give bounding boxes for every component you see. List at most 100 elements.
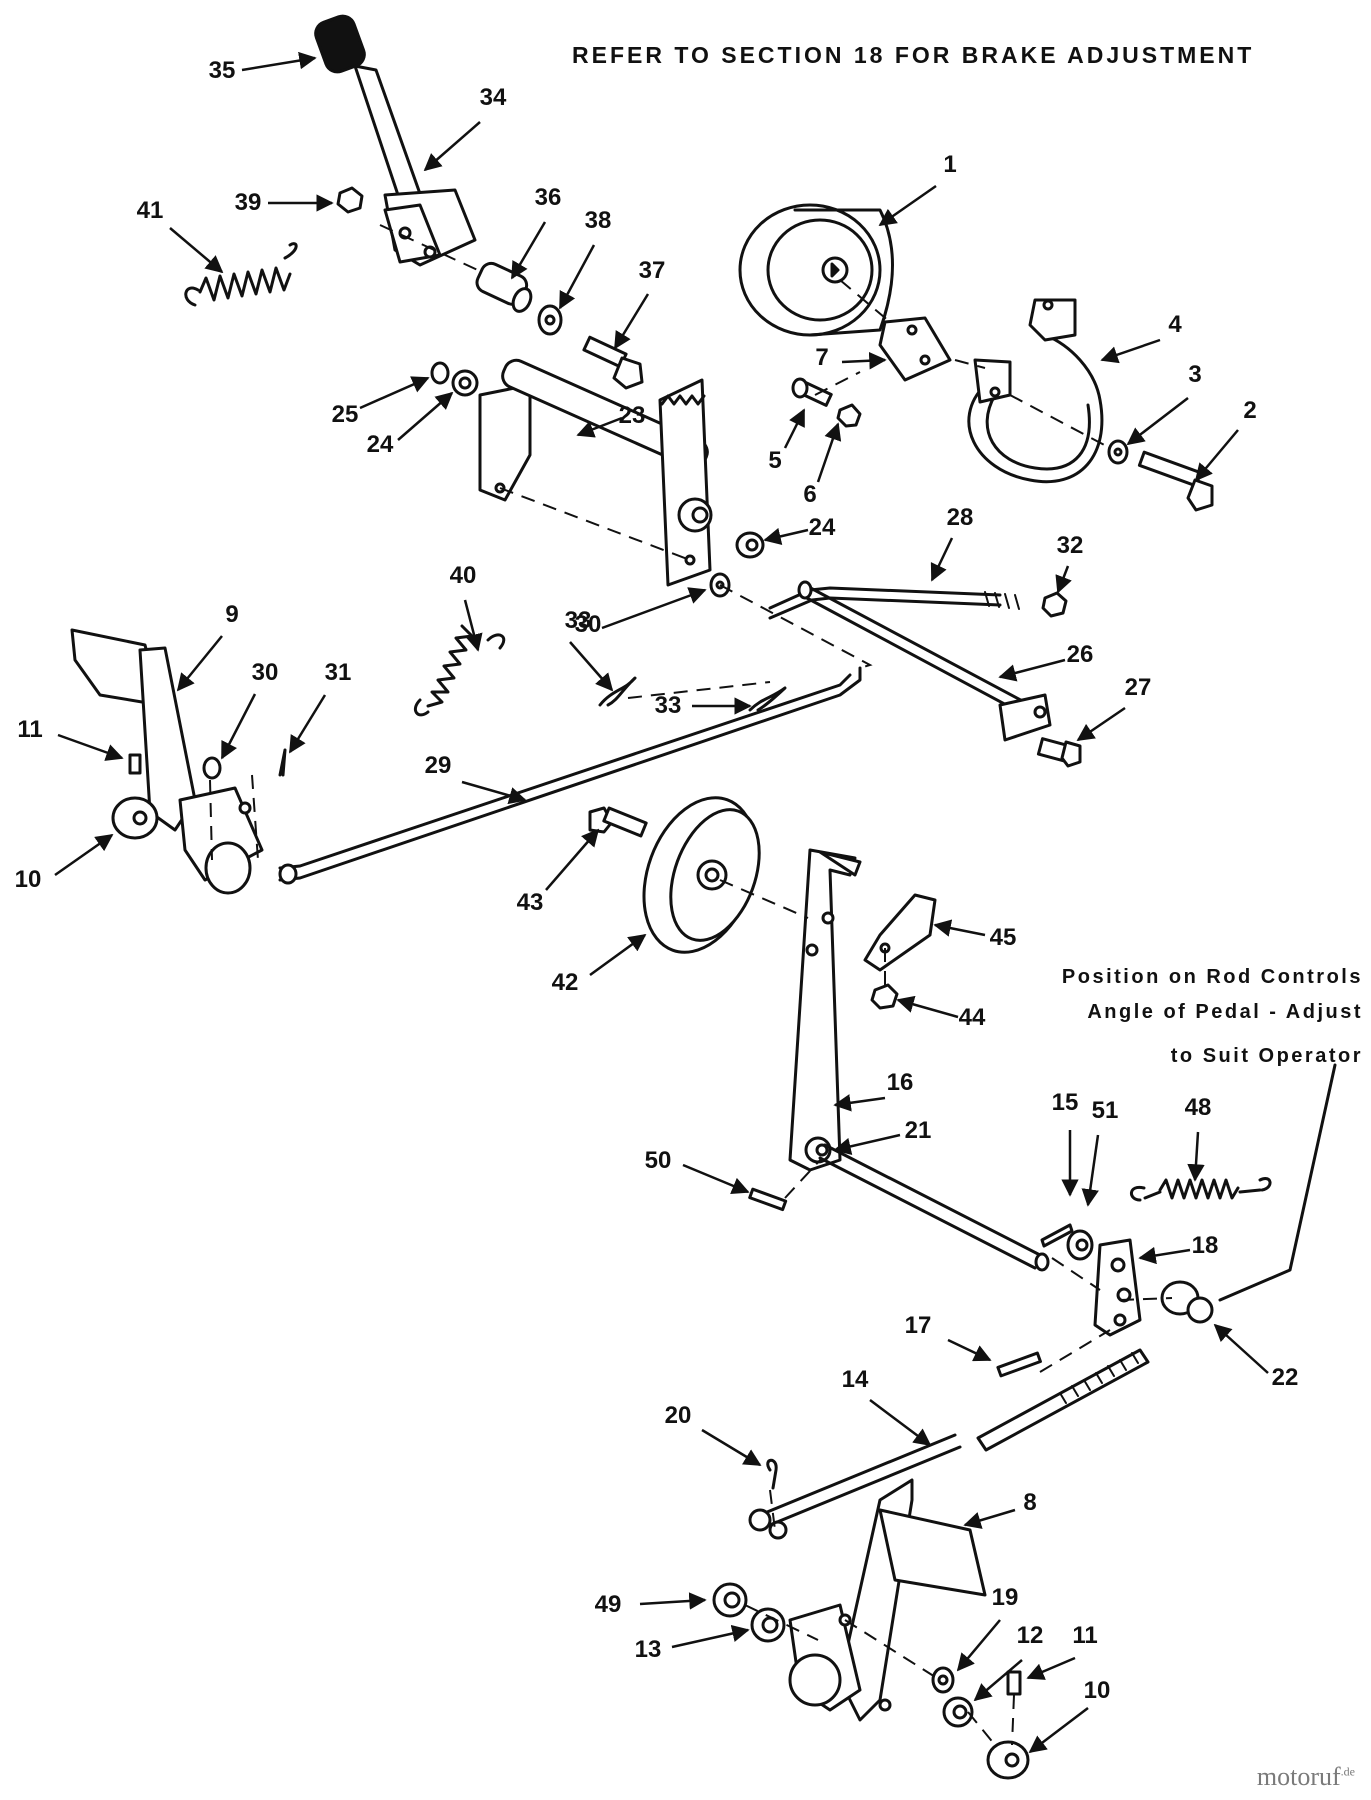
leader-51 [1081,1134,1100,1207]
pedal-8-drawing [788,1478,987,1722]
pulley-42-drawing [642,796,761,954]
callout-11: 11 [1072,1622,1097,1649]
leader-24 [397,391,454,441]
callout-42: 42 [552,969,579,996]
leader-12 [973,1659,1023,1702]
bolt-43-drawing [588,806,648,838]
brake-adjustment-note: REFER TO SECTION 18 FOR BRAKE ADJUSTMENT [572,42,1255,68]
operator-note-line-1: Position on Rod Controls [1061,966,1363,988]
callout-20: 20 [665,1402,692,1429]
clip-33-right-drawing [748,686,787,712]
callout-32: 32 [1057,532,1084,559]
leader-10 [54,833,114,877]
setscrew-11-left-drawing [128,753,142,775]
leader-41 [169,227,224,274]
callout-48: 48 [1185,1094,1212,1121]
washer-13-drawing [750,1607,786,1643]
bushing-24-shaft-end-drawing [677,497,713,533]
callout-50: 50 [645,1147,672,1174]
leader-21 [833,1133,901,1155]
callout-36: 36 [535,184,562,211]
callout-33: 33 [655,692,682,719]
callout-29: 29 [425,752,452,779]
leader-24 [763,527,809,545]
leader-7 [841,351,887,370]
leader-33 [569,641,614,692]
callout-18: 18 [1192,1232,1219,1259]
callout-31: 31 [325,659,352,686]
callout-6: 6 [803,481,816,508]
washer-25-drawing [430,361,450,385]
pedal-9-drawing [70,628,264,895]
leader-4 [1100,338,1161,364]
bushing-12-drawing [942,1696,974,1728]
callout-3: 3 [1188,361,1201,388]
callout-30: 30 [575,611,602,638]
screw-5-drawing [791,377,833,407]
callout-14: 14 [842,1366,869,1393]
part-drawings [70,14,1337,1780]
leader-1 [878,184,937,227]
leader-18 [1138,1246,1191,1265]
leader-42 [589,933,647,977]
bolt-37-drawing [582,335,644,390]
leader-27 [1076,706,1126,742]
callout-15: 15 [1052,1089,1079,1116]
callout-21: 21 [905,1117,932,1144]
callout-45: 45 [990,924,1017,951]
leader-48 [1187,1131,1205,1182]
operator-note-leader [1218,1063,1337,1302]
cotter-15-drawing [1040,1223,1074,1248]
callout-51: 51 [1092,1097,1119,1124]
callout-30: 30 [252,659,279,686]
leader-6 [816,422,842,483]
callout-10: 10 [15,866,42,893]
leader-23 [576,416,623,438]
leader-45 [933,919,986,937]
washer-51-drawing [1066,1229,1094,1261]
callout-25: 25 [332,401,359,428]
leader-49 [639,1592,707,1610]
leader-17 [947,1338,992,1362]
leader-36 [510,221,547,280]
spring-40-drawing [414,624,506,717]
callout-12: 12 [1017,1622,1044,1649]
link-18-drawing [1093,1238,1142,1337]
callout-leaders [54,51,1269,1754]
leader-22 [1213,1323,1269,1374]
bushing-24-upper-drawing [451,369,479,397]
setscrew-11-right-drawing [1006,1670,1022,1696]
washer-30-lower-drawing [202,756,222,780]
operator-note-line-2: Angle of Pedal - Adjust [1087,1001,1363,1023]
callout-34: 34 [480,84,507,111]
callout-24: 24 [367,431,394,458]
callout-23: 23 [619,402,646,429]
watermark-suffix: .de [1340,1764,1355,1779]
leader-50 [682,1163,750,1195]
shaft-26-drawing [797,580,1052,742]
nut-44-drawing [870,983,899,1010]
leader-11 [1026,1656,1076,1680]
operator-note-line-3: to Suit Operator [1170,1045,1363,1067]
pin-50-drawing [748,1187,788,1212]
leader-26 [998,658,1066,682]
leader-9 [176,635,223,692]
leader-19 [956,1619,1001,1672]
leader-11 [57,733,124,761]
watermark-logo: motoruf.de [1257,1762,1355,1792]
leader-20 [701,1428,762,1467]
leader-13 [671,1624,750,1649]
washer-19-drawing [931,1666,955,1694]
leader-2 [1194,429,1239,482]
rod-28-drawing [768,586,1020,620]
leader-38 [558,244,596,310]
callout-40: 40 [450,562,477,589]
washer-3-drawing [1107,439,1129,465]
bushing-21-drawing [804,1136,832,1164]
leader-10 [1028,1707,1089,1754]
nut-32-drawing [1041,591,1068,618]
spring-48-drawing [1130,1177,1272,1202]
threaded-rod-drawing [976,1348,1150,1452]
